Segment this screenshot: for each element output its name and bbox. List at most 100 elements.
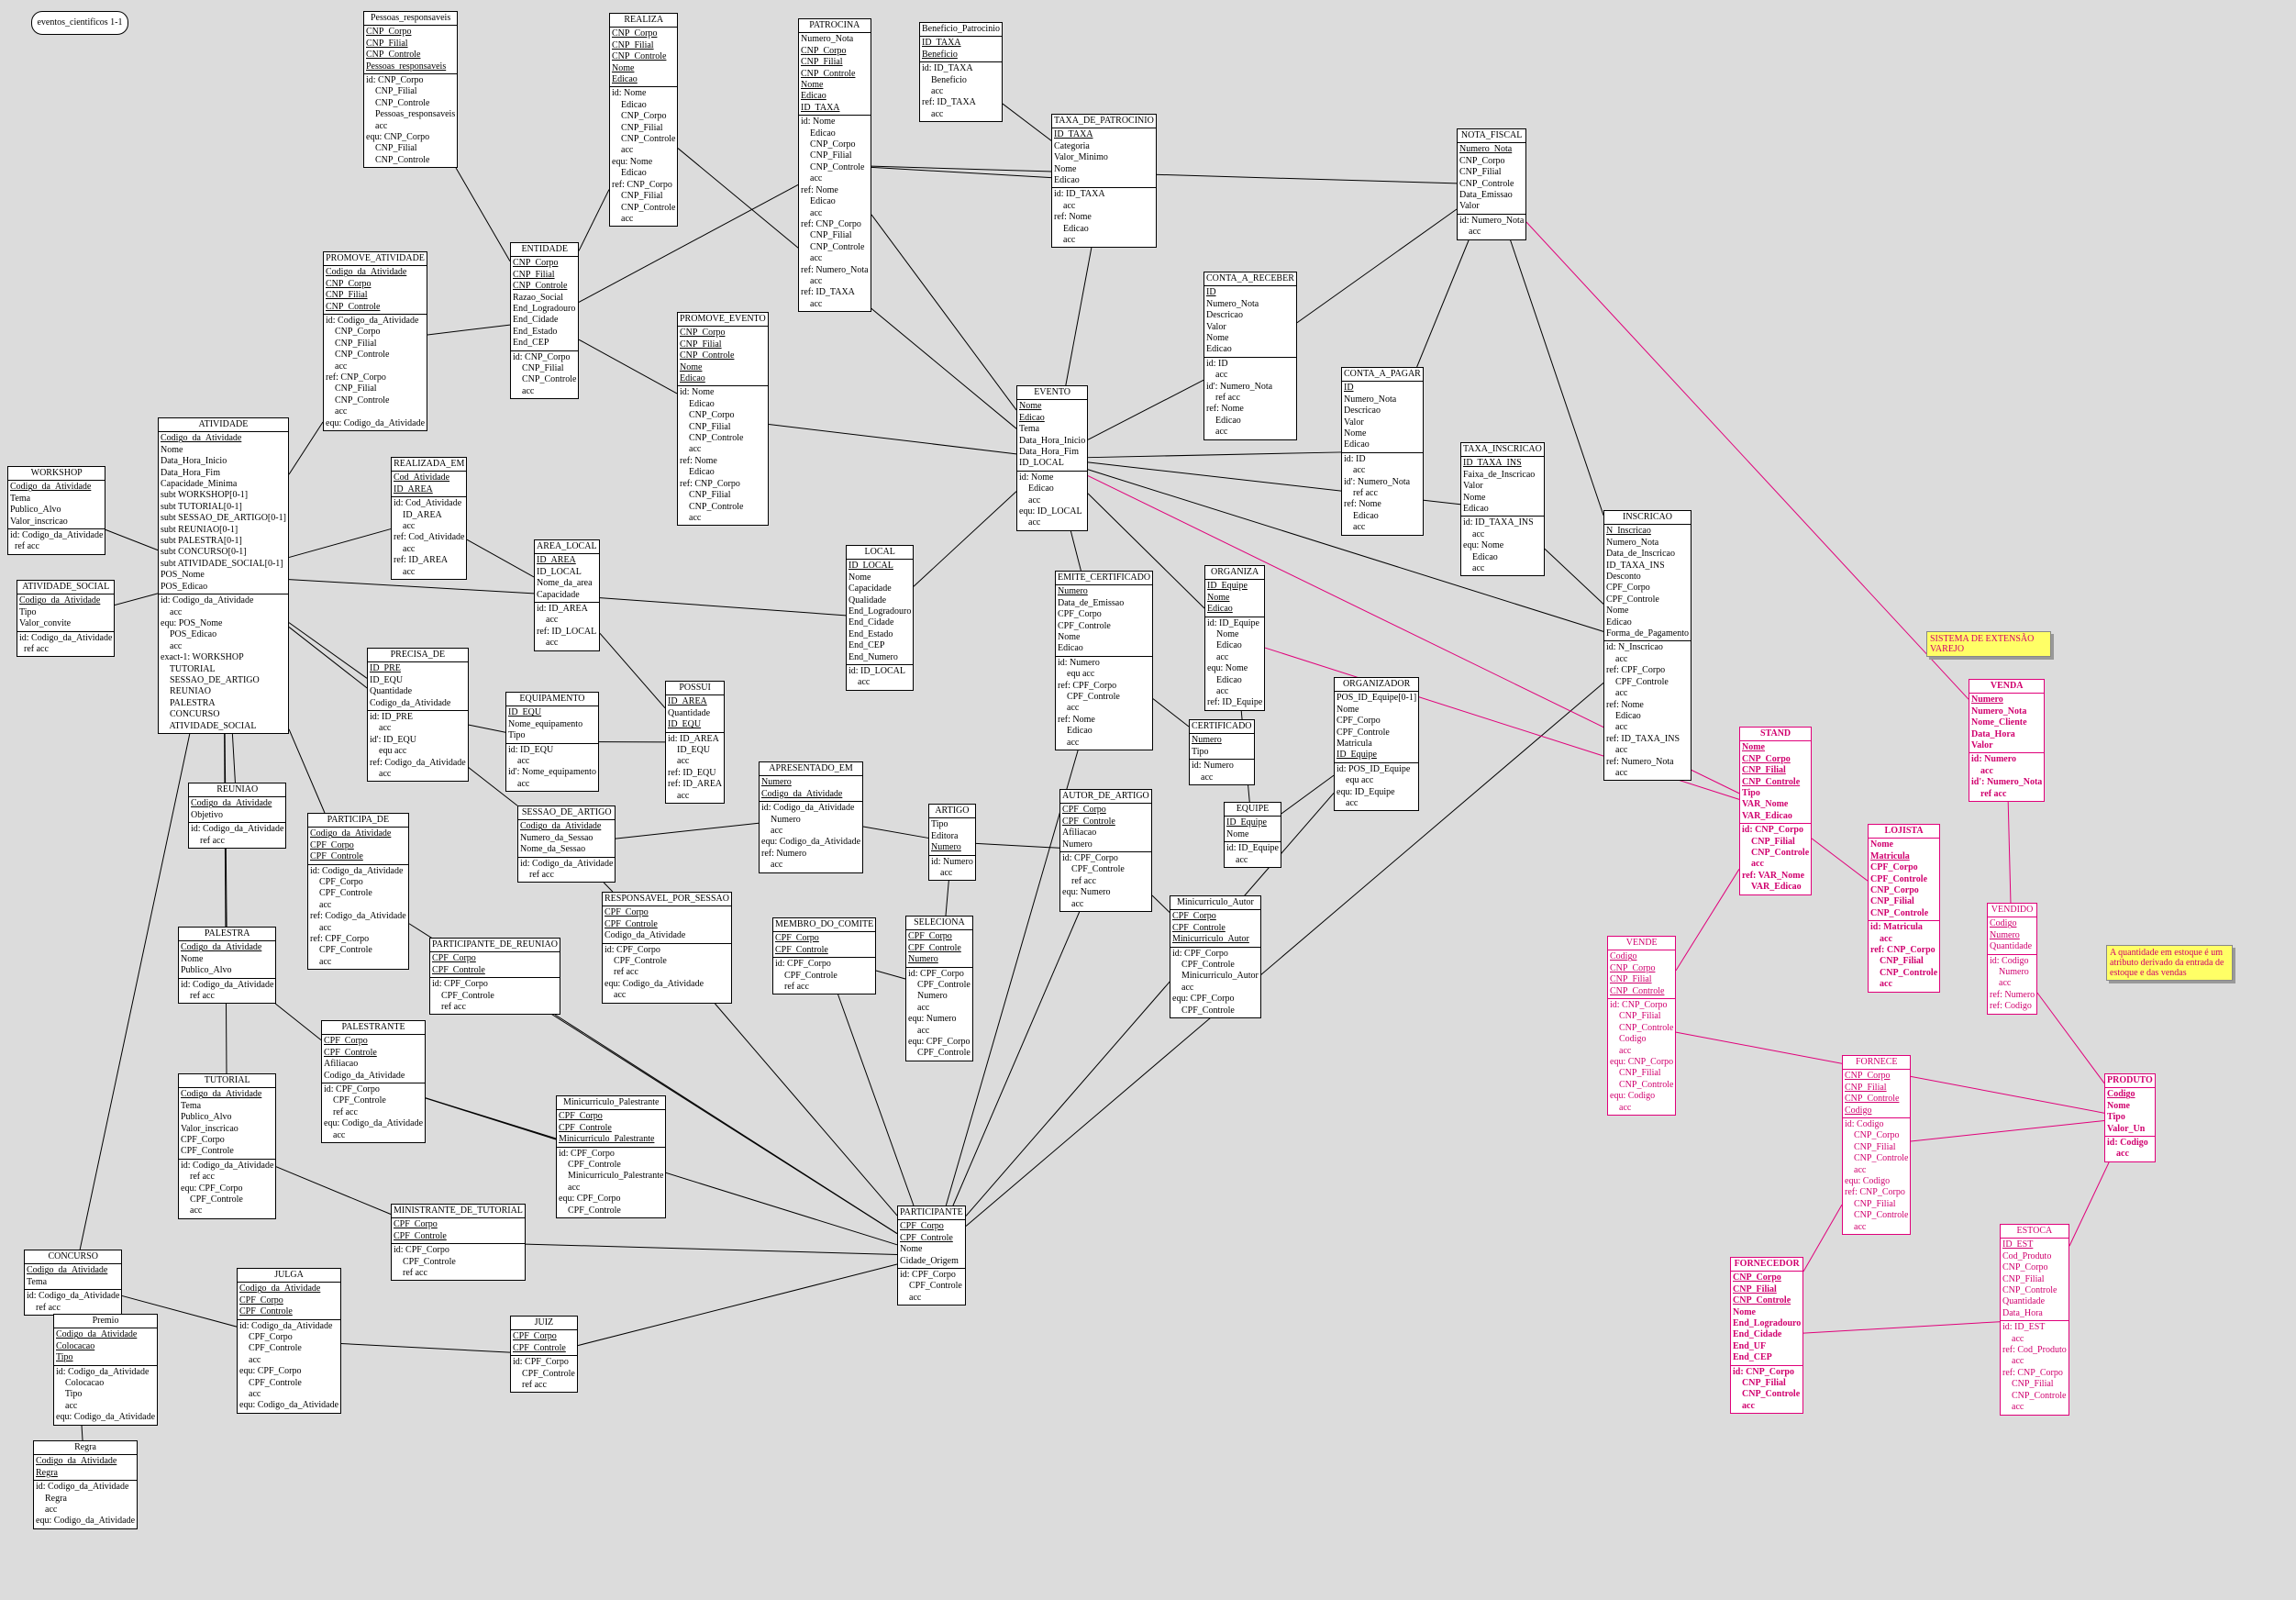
relationship-line bbox=[837, 994, 915, 1206]
attribute: Numero_Nota bbox=[1459, 144, 1513, 155]
key-constraint: acc bbox=[1344, 522, 1366, 533]
key-constraint: equ: CPF_Corpo bbox=[239, 1366, 302, 1377]
key-constraint: Edicao bbox=[1344, 510, 1379, 521]
key-constraint: CNP_Filial bbox=[680, 421, 731, 432]
key-constraint: id: Numero_Nota bbox=[1459, 215, 1525, 226]
key-constraint: equ: Codigo bbox=[1845, 1176, 1891, 1187]
key-constraint: CPF_Controle bbox=[1172, 1005, 1235, 1016]
key-list: id: ID_LOCAL acc bbox=[847, 665, 913, 690]
key-constraint: ref: ID_TAXA bbox=[801, 287, 855, 298]
key-constraint: acc bbox=[801, 298, 823, 309]
key-constraint: CNP_Filial bbox=[326, 338, 377, 349]
key-constraint: ref: Codigo bbox=[1990, 1001, 2032, 1012]
entity-title: REALIZA bbox=[610, 14, 678, 28]
attribute: CPF_Controle bbox=[605, 918, 658, 929]
attribute: CPF_Controle bbox=[394, 1230, 447, 1241]
key-constraint: acc bbox=[537, 615, 559, 626]
key-constraint: SESSAO_DE_ARTIGO bbox=[161, 674, 260, 685]
attribute: CNP_Filial bbox=[612, 39, 654, 50]
attribute: ID bbox=[1206, 287, 1216, 298]
attribute: Nome_da_area bbox=[537, 578, 593, 589]
key-constraint: acc bbox=[801, 253, 823, 264]
entity-title: Minicurriculo_Palestrante bbox=[557, 1096, 666, 1111]
key-constraint: CNP_Corpo bbox=[801, 139, 856, 150]
key-constraint: equ: CPF_Corpo bbox=[908, 1037, 971, 1048]
entity-title: ATIVIDADE bbox=[159, 418, 288, 433]
attribute: Numero bbox=[1990, 929, 2020, 940]
key-constraint: acc bbox=[1606, 688, 1628, 699]
relationship-line bbox=[2036, 992, 2105, 1083]
entity-title: EQUIPE bbox=[1225, 803, 1281, 817]
attribute: Valor bbox=[1463, 481, 1483, 492]
relationship-line bbox=[121, 1294, 238, 1328]
relationship-line bbox=[1087, 493, 1205, 609]
attribute: Codigo bbox=[1845, 1105, 1872, 1116]
key-constraint: acc bbox=[324, 1129, 346, 1140]
